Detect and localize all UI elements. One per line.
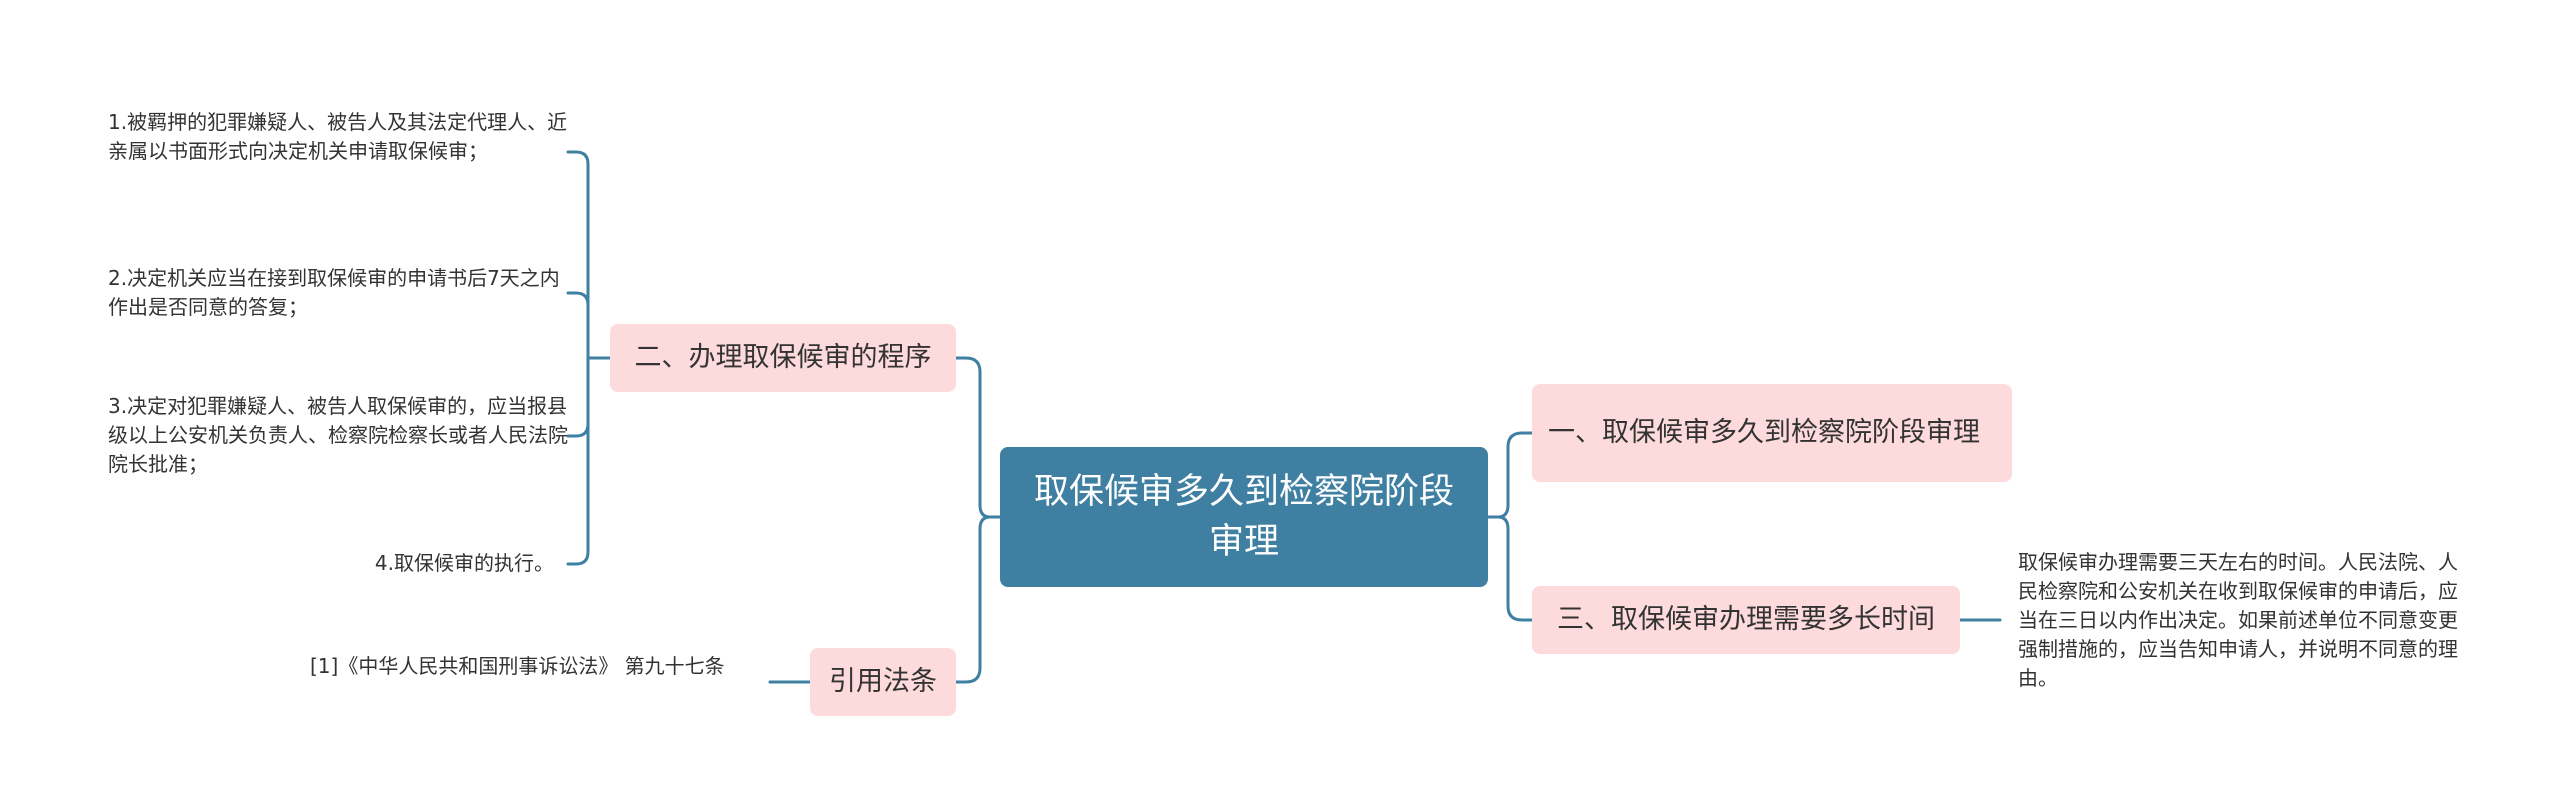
connector-procedure-to-step-2: [566, 291, 590, 360]
root-topic-label: 取保候审多久到检察院阶段审理: [1033, 472, 1454, 562]
branch-citation[interactable]: 引用法条: [810, 648, 956, 716]
root-topic[interactable]: 取保候审多久到检察院阶段审理: [1000, 447, 1488, 587]
procedure-step-3: 3.决定对犯罪嫌疑人、被告人取保候审的，应当报县级以上公安机关负责人、检察院检察…: [108, 392, 570, 479]
procedure-step-2: 2.决定机关应当在接到取保候审的申请书后7天之内作出是否同意的答复；: [108, 264, 570, 322]
branch-citation-label: 引用法条: [829, 666, 937, 697]
connector-root-to-section-one: [1486, 431, 1534, 519]
connector-procedure-to-step-4: [566, 356, 590, 566]
connector-root-to-citation: [954, 515, 1002, 684]
connector-root-to-section-three: [1486, 515, 1534, 622]
procedure-step-1: 1.被羁押的犯罪嫌疑人、被告人及其法定代理人、近亲属以书面形式向决定机关申请取保…: [108, 108, 570, 166]
section-three-detail-text: 取保候审办理需要三天左右的时间。人民法院、人民检察院和公安机关在收到取保候审的申…: [2018, 550, 2458, 690]
connector-procedure-to-step-3: [566, 356, 590, 438]
branch-procedure[interactable]: 二、办理取保候审的程序: [610, 324, 956, 392]
connector-root-to-procedure: [954, 356, 1002, 519]
procedure-step-2-text: 2.决定机关应当在接到取保候审的申请书后7天之内作出是否同意的答复；: [108, 266, 560, 319]
branch-section-three-label: 三、取保候审办理需要多长时间: [1557, 604, 1935, 635]
branch-section-three[interactable]: 三、取保候审办理需要多长时间: [1532, 586, 1960, 654]
citation-law-reference-text: [1]《中华人民共和国刑事诉讼法》 第九十七条: [310, 654, 725, 678]
branch-section-one-label: 一、取保候审多久到检察院阶段审理: [1548, 417, 1980, 448]
section-three-detail: 取保候审办理需要三天左右的时间。人民法院、人民检察院和公安机关在收到取保候审的申…: [2018, 548, 2470, 693]
procedure-step-1-text: 1.被羁押的犯罪嫌疑人、被告人及其法定代理人、近亲属以书面形式向决定机关申请取保…: [108, 110, 568, 163]
connector-procedure-to-step-1: [566, 150, 590, 360]
procedure-step-4: 4.取保候审的执行。: [108, 549, 554, 578]
procedure-step-4-text: 4.取保候审的执行。: [374, 551, 554, 575]
branch-section-one[interactable]: 一、取保候审多久到检察院阶段审理: [1532, 384, 2012, 482]
branch-procedure-label: 二、办理取保候审的程序: [634, 342, 932, 373]
citation-law-reference: [1]《中华人民共和国刑事诉讼法》 第九十七条: [310, 652, 768, 681]
procedure-step-3-text: 3.决定对犯罪嫌疑人、被告人取保候审的，应当报县级以上公安机关负责人、检察院检察…: [108, 394, 568, 476]
